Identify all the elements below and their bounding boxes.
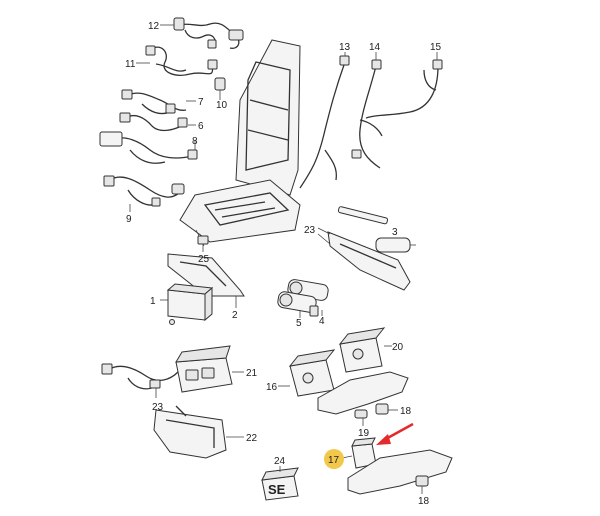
highlight-group: 17 <box>324 422 414 469</box>
callout-4: 4 <box>319 316 325 327</box>
callout-6: 6 <box>198 121 204 132</box>
clip-part-19 <box>354 409 368 419</box>
callout-20: 20 <box>392 342 404 353</box>
motor-part-16 <box>288 349 336 397</box>
callout-17: 17 <box>328 455 340 466</box>
control-unit-part-21 <box>175 345 233 393</box>
harness-part-13 <box>299 55 350 189</box>
callout-10: 10 <box>216 100 228 111</box>
callout-23-lower: 23 <box>152 402 164 413</box>
clip-part-18-upper <box>375 403 389 415</box>
callout-22: 22 <box>246 433 258 444</box>
actuator-part-3 <box>337 206 416 253</box>
callout-8: 8 <box>192 136 198 147</box>
harness-part-11 <box>145 45 218 76</box>
callout-7: 7 <box>198 97 204 108</box>
module-part-1 <box>166 283 214 325</box>
callout-5: 5 <box>296 318 302 329</box>
callout-15: 15 <box>430 42 442 53</box>
harness-part-9 <box>103 175 185 207</box>
callout-11: 11 <box>125 59 136 70</box>
callout-3: 3 <box>392 227 398 238</box>
motor-part-20 <box>338 327 386 373</box>
callout-labels: 12 11 7 10 6 8 9 13 14 15 23 3 25 1 2 5 … <box>125 21 442 507</box>
rail-part-2 <box>167 253 245 297</box>
harness-part-23-lower <box>101 363 179 390</box>
callout-21: 21 <box>246 368 258 379</box>
callout-1: 1 <box>150 296 156 307</box>
callout-24: 24 <box>274 456 286 467</box>
seat-frame-assembly <box>179 39 301 247</box>
callout-13: 13 <box>339 42 351 53</box>
box-label: SE <box>268 482 286 497</box>
callout-14: 14 <box>369 42 381 53</box>
harness-part-15 <box>365 59 443 119</box>
callout-25: 25 <box>198 254 210 265</box>
harness-part-6 <box>119 112 188 132</box>
callout-12: 12 <box>148 21 160 32</box>
seat-trim-lower <box>347 449 453 495</box>
bracket-part-22 <box>153 405 227 459</box>
harness-part-14 <box>351 59 383 169</box>
kit-box-part-24: SE <box>261 467 299 501</box>
red-arrow-head-icon <box>376 434 391 445</box>
leader-lines <box>129 24 438 494</box>
clip-part-18-lower <box>415 475 429 487</box>
clip-part-25 <box>197 235 209 250</box>
callout-19: 19 <box>358 428 370 439</box>
callout-9: 9 <box>126 214 132 225</box>
rail-part-23-upper <box>327 231 411 291</box>
seat-trim-upper <box>317 371 409 415</box>
motor-part-4 <box>277 291 319 317</box>
highlight-badge <box>324 449 344 469</box>
callout-18-upper: 18 <box>400 406 412 417</box>
harness-part-12 <box>173 17 244 49</box>
callout-18-lower: 18 <box>418 496 430 507</box>
switch-part-17 <box>351 437 377 469</box>
callout-2: 2 <box>232 310 238 321</box>
harness-part-8 <box>99 131 198 164</box>
harness-part-7 <box>121 89 187 115</box>
connector-part-10 <box>214 77 226 96</box>
callout-23-upper: 23 <box>304 225 316 236</box>
callout-16: 16 <box>266 382 278 393</box>
